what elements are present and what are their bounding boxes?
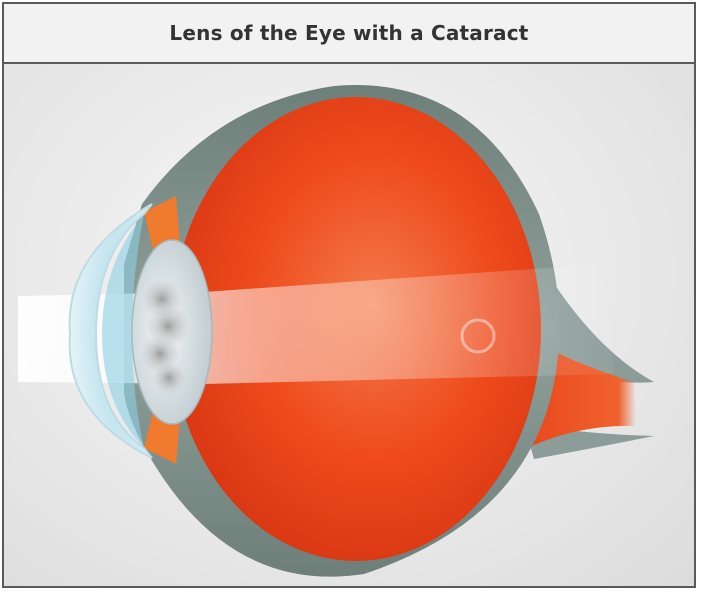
diagram-title: Lens of the Eye with a Cataract: [169, 21, 528, 45]
eye-illustration: [4, 64, 694, 588]
diagram-canvas: [4, 64, 694, 586]
title-bar: Lens of the Eye with a Cataract: [4, 4, 694, 64]
